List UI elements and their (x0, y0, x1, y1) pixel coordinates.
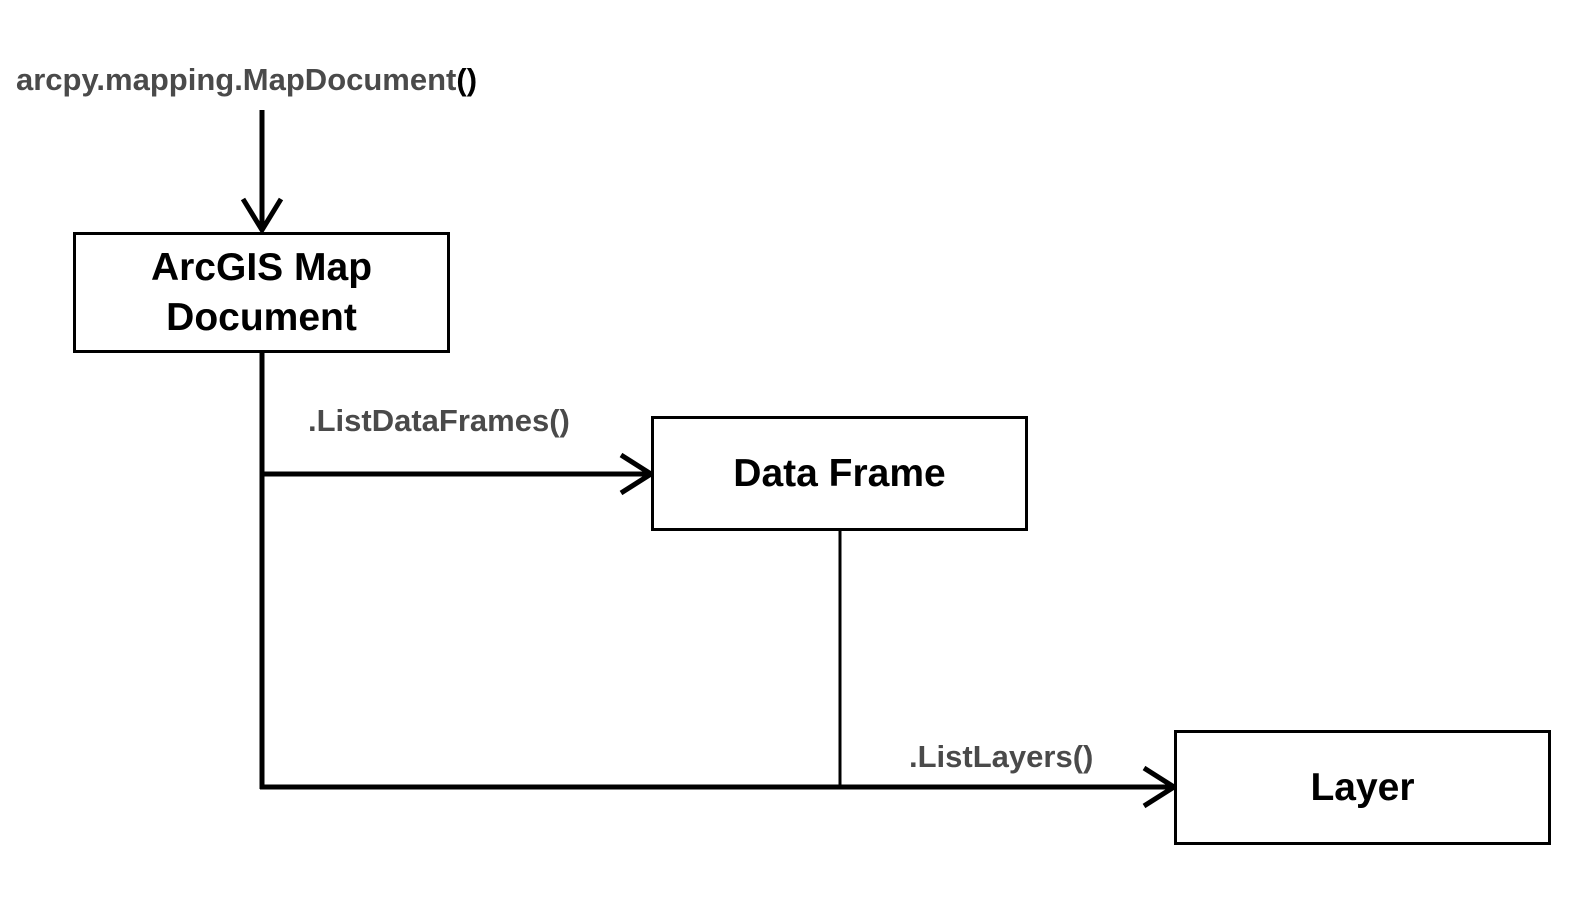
list-data-frames-label: .ListDataFrames() (308, 403, 570, 438)
layer-node: Layer (1174, 730, 1551, 845)
entry-call-prefix: arcpy.mapping.MapDocument (16, 62, 457, 97)
list-layers-label: .ListLayers() (909, 739, 1094, 774)
layer-label: Layer (1310, 765, 1415, 809)
data-frame-label: Data Frame (733, 451, 946, 495)
map-document-label: ArcGIS Map Document (150, 245, 373, 339)
data-frame-node: Data Frame (651, 416, 1028, 531)
entry-call-parens: () (456, 62, 478, 97)
map-document-node: ArcGIS Map Document (73, 232, 450, 353)
entry-call-label: arcpy.mapping.MapDocument() (16, 62, 477, 98)
entry-arrow-head (240, 197, 284, 235)
